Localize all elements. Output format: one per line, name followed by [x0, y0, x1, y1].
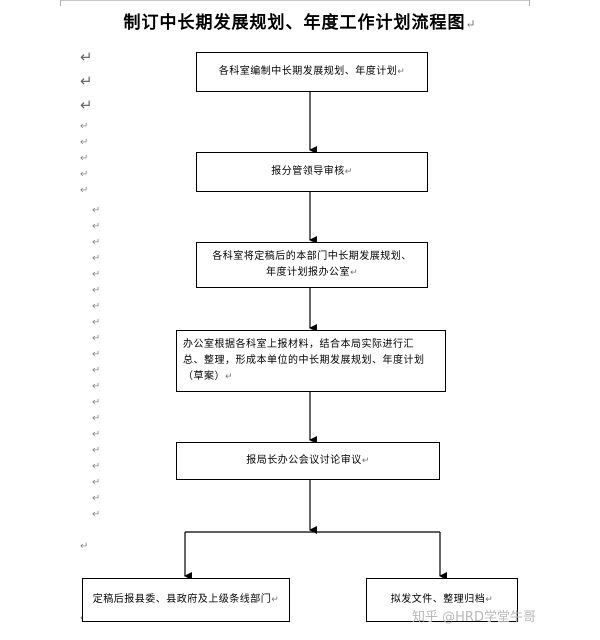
step2-text: 报分管领导审核↵: [271, 166, 353, 177]
paragraph-mark-icon: ↵: [80, 169, 89, 180]
paragraph-mark-icon: ↵: [80, 137, 89, 148]
step1-box: 各科室编制中长期发展规划、年度计划↵: [196, 52, 428, 92]
paragraph-mark-icon: ↵: [92, 221, 101, 232]
paragraph-mark-icon: ↵: [80, 153, 89, 164]
paragraph-mark-icon: ↵: [80, 541, 89, 552]
paragraph-mark-icon: ↵: [92, 333, 101, 344]
step5-text: 报局长办公会议讨论审议↵: [246, 455, 370, 466]
page-border: [60, 0, 530, 1]
step3-box: 各科室将定稿后的本部门中长期发展规划、 年度计划报办公室↵: [196, 242, 428, 288]
step1-text: 各科室编制中长期发展规划、年度计划↵: [218, 66, 406, 77]
paragraph-mark-icon: ↵: [92, 237, 101, 248]
step3-text: 各科室将定稿后的本部门中长期发展规划、 年度计划报办公室↵: [212, 251, 412, 278]
paragraph-mark-icon: ↵: [92, 381, 101, 392]
step6-left-text: 定稿后报县委、县政府及上级条线部门↵: [92, 594, 280, 605]
step4-box: 办公室根据各科室上报材料，结合本局实际进行汇 总、整理，形成本单位的中长期发展规…: [176, 330, 446, 392]
paragraph-mark-icon: ↵: [92, 349, 101, 360]
paragraph-mark-icon: ↵: [92, 317, 101, 328]
paragraph-mark-icon: ↵: [92, 205, 101, 216]
step4-text: 办公室根据各科室上报材料，结合本局实际进行汇 总、整理，形成本单位的中长期发展规…: [183, 339, 425, 382]
paragraph-mark-icon: ↵: [92, 477, 101, 488]
paragraph-mark-icon: ↵: [80, 48, 93, 66]
diagram-title: 制订中长期发展规划、年度工作计划流程图↵: [123, 13, 477, 33]
step2-box: 报分管领导审核↵: [196, 152, 428, 192]
paragraph-mark-icon: ↵: [92, 493, 101, 504]
paragraph-mark-icon: ↵: [92, 301, 101, 312]
paragraph-mark-icon: ↵: [80, 121, 89, 132]
paragraph-mark-icon: ↵: [92, 253, 101, 264]
step5-box: 报局长办公会议讨论审议↵: [176, 442, 440, 480]
paragraph-mark-icon: ↵: [92, 413, 101, 424]
page-corner-mark-left: [60, 0, 61, 6]
paragraph-mark-icon: ↵: [92, 509, 101, 520]
paragraph-mark-icon: ↵: [92, 429, 101, 440]
paragraph-mark-icon: ↵: [80, 185, 89, 196]
paragraph-mark-icon: ↵: [92, 269, 101, 280]
paragraph-mark-icon: ↵: [92, 397, 101, 408]
step6-right-box: 拟发文件、整理归档↵: [366, 578, 518, 622]
paragraph-mark-icon: ↵: [92, 285, 101, 296]
step6-left-box: 定稿后报县委、县政府及上级条线部门↵: [82, 578, 290, 622]
paragraph-mark-icon: ↵: [92, 365, 101, 376]
paragraph-mark-icon: ↵: [92, 445, 101, 456]
step6-right-text: 拟发文件、整理归档↵: [390, 594, 494, 605]
paragraph-mark-icon: ↵: [80, 96, 93, 114]
paragraph-mark-icon: ↵: [465, 17, 477, 31]
page-corner-mark-right: [529, 0, 530, 6]
paragraph-mark-icon: ↵: [92, 461, 101, 472]
paragraph-mark-icon: ↵: [80, 72, 93, 90]
watermark: 知乎 @HRD学堂牛哥: [412, 610, 536, 625]
